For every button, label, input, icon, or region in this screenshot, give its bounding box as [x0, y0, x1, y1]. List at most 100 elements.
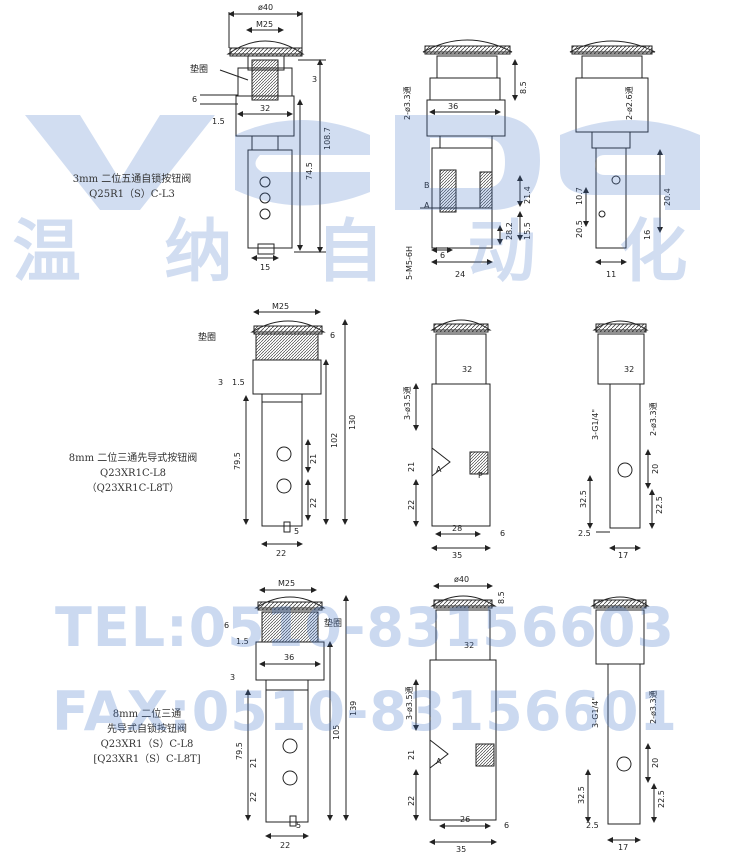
dim-r2-n32: 32 — [624, 365, 634, 374]
dim-r3-22: 22 — [407, 796, 416, 806]
dim-r3-36: 36 — [284, 653, 294, 662]
dim-r1-36: 36 — [448, 102, 458, 111]
dim-r2-20: 20 — [651, 464, 660, 474]
dim-r2-A: A — [436, 465, 442, 474]
dim-r1-d40: ø40 — [258, 3, 273, 12]
dim-r2-22-5: 22.5 — [655, 496, 664, 514]
dim-r1-32: 32 — [260, 104, 270, 113]
dim-r2-130: 130 — [348, 415, 357, 430]
view-r3-front — [245, 587, 349, 839]
dim-r2-6: 6 — [330, 331, 335, 340]
dim-r3-26: 26 — [460, 815, 470, 824]
dim-r2-dianquan: 垫圈 — [198, 331, 216, 343]
dim-r1-21-4: 21.4 — [523, 186, 532, 204]
dim-r2-22: 22 — [309, 498, 318, 508]
dim-r3-22-5: 22.5 — [657, 790, 666, 808]
dim-r1-16: 16 — [643, 230, 652, 240]
dim-r1-3: 3 — [312, 75, 317, 84]
dim-r1-11: 11 — [606, 270, 616, 279]
view-r2-front — [243, 309, 348, 547]
dim-r2-m25: M25 — [272, 302, 289, 311]
dim-r3-22: 22 — [249, 792, 258, 802]
dim-r1-108-7: 108.7 — [323, 127, 332, 150]
caption-row2-line1: 8mm 二位三通先导式按钮阀 — [68, 453, 198, 464]
dim-r2-17: 17 — [618, 551, 628, 560]
dim-r1-28-2: 28.2 — [505, 222, 514, 240]
dim-r1-1-5: 1.5 — [212, 117, 225, 126]
caption-row2-line2: Q23XR1C-L8 — [100, 468, 166, 479]
dim-r2-5: 5 — [294, 527, 299, 536]
valve-body — [247, 149, 293, 249]
dim-r3-8-5: 8.5 — [497, 591, 506, 604]
dim-r3-5: 5 — [296, 821, 301, 830]
dim-r3-20: 20 — [651, 758, 660, 768]
dim-r1-m5: 5-M5-6H — [405, 246, 414, 280]
dim-r2-2-5: 2.5 — [578, 529, 591, 538]
dim-r3-3m3-5: 3-ø3.5通 — [404, 686, 414, 720]
dim-r1-74-5: 74.5 — [305, 162, 314, 180]
dim-r3-6: 6 — [504, 821, 509, 830]
dim-r2-3m3-5: 3-ø3.5通 — [402, 386, 412, 420]
dim-r3-21: 21 — [407, 750, 416, 760]
dim-r2-32: 32 — [462, 365, 472, 374]
view-r1-front — [200, 11, 326, 261]
dim-r1-A: A — [424, 201, 430, 210]
dim-r3-2-5: 2.5 — [586, 821, 599, 830]
caption-row2-line3: （Q23XR1C-L8T） — [86, 483, 180, 494]
dim-r2-3: 3 — [218, 378, 223, 387]
view-r1-narrow — [569, 40, 663, 265]
dim-r3-3: 3 — [230, 673, 235, 682]
caption-row2: 8mm 二位三通先导式按钮阀 Q23XR1C-L8 （Q23XR1C-L8T） — [48, 451, 218, 496]
caption-row3-line3: Q23XR1（S）C-L8 — [100, 739, 194, 750]
dim-r2-6: 6 — [500, 529, 505, 538]
caption-row3-line2: 先导式自锁按钮阀 — [107, 724, 187, 735]
caption-row3: 8mm 二位三通 先导式自锁按钮阀 Q23XR1（S）C-L8 [Q23XR1（… — [62, 707, 232, 767]
dim-r3-32-5: 32.5 — [577, 786, 586, 804]
caption-row1: 3mm 二位五通自锁按钮阀 Q25R1（S）C-L3 — [52, 172, 212, 202]
view-r2-side — [413, 319, 492, 551]
dim-r1-20-4: 20.4 — [663, 188, 672, 206]
dim-r2-21: 21 — [407, 462, 416, 472]
dim-r3-32: 32 — [464, 641, 474, 650]
dim-r1-B: B — [424, 181, 430, 190]
dim-r3-21: 21 — [249, 758, 258, 768]
dim-r1-8-5: 8.5 — [519, 81, 528, 94]
bonnet — [235, 95, 295, 137]
dim-r2-1-5: 1.5 — [232, 378, 245, 387]
dim-r1-10-7: 10.7 — [575, 187, 584, 205]
caption-row3-line4: [Q23XR1（S）C-L8T] — [93, 754, 201, 765]
caption-row1-line1: 3mm 二位五通自锁按钮阀 — [72, 174, 192, 185]
dim-r2-32-5: 32.5 — [579, 490, 588, 508]
dim-r3-17: 17 — [618, 843, 628, 852]
dim-r1-15-5: 15.5 — [523, 222, 532, 240]
view-r1-side — [420, 39, 523, 265]
dim-r2-28: 28 — [452, 524, 462, 533]
dim-r2-102: 102 — [330, 433, 339, 448]
dim-r3-g14: 3-G1/4" — [591, 697, 600, 728]
dim-r1-m25: M25 — [256, 20, 273, 29]
dim-r3-A: A — [436, 757, 442, 766]
dim-r3-6: 6 — [224, 621, 229, 630]
caption-row3-line1: 8mm 二位三通 — [112, 709, 182, 720]
spring-section — [251, 59, 279, 101]
view-r2-narrow — [587, 320, 655, 551]
dim-r3-2m3-3: 2-ø3.3通 — [648, 690, 658, 724]
dim-r2-22b: 22 — [276, 549, 286, 558]
dim-r1-6b: 6 — [440, 251, 445, 260]
stem — [251, 135, 279, 151]
dim-r1-2m3-3: 2-ø3.3通 — [402, 86, 412, 120]
head-knurl — [229, 47, 303, 57]
dim-r2-P: P — [478, 471, 483, 480]
dim-r1-dianquan: 垫圈 — [190, 63, 208, 75]
dim-r3-dianquan: 垫圈 — [324, 617, 342, 629]
dim-r2-79-5: 79.5 — [233, 452, 242, 470]
dim-r1-2m2-6: 2-ø2.6通 — [624, 86, 634, 120]
dim-r2-21: 21 — [309, 454, 318, 464]
dim-r3-35: 35 — [456, 845, 466, 852]
dim-r1-20-5: 20.5 — [575, 220, 584, 238]
dim-r2-2m3-3: 2-ø3.3通 — [648, 402, 658, 436]
dim-r3-22b: 22 — [280, 841, 290, 850]
dim-r2-g14: 3-G1/4" — [591, 409, 600, 440]
dim-r3-139: 139 — [349, 701, 358, 716]
